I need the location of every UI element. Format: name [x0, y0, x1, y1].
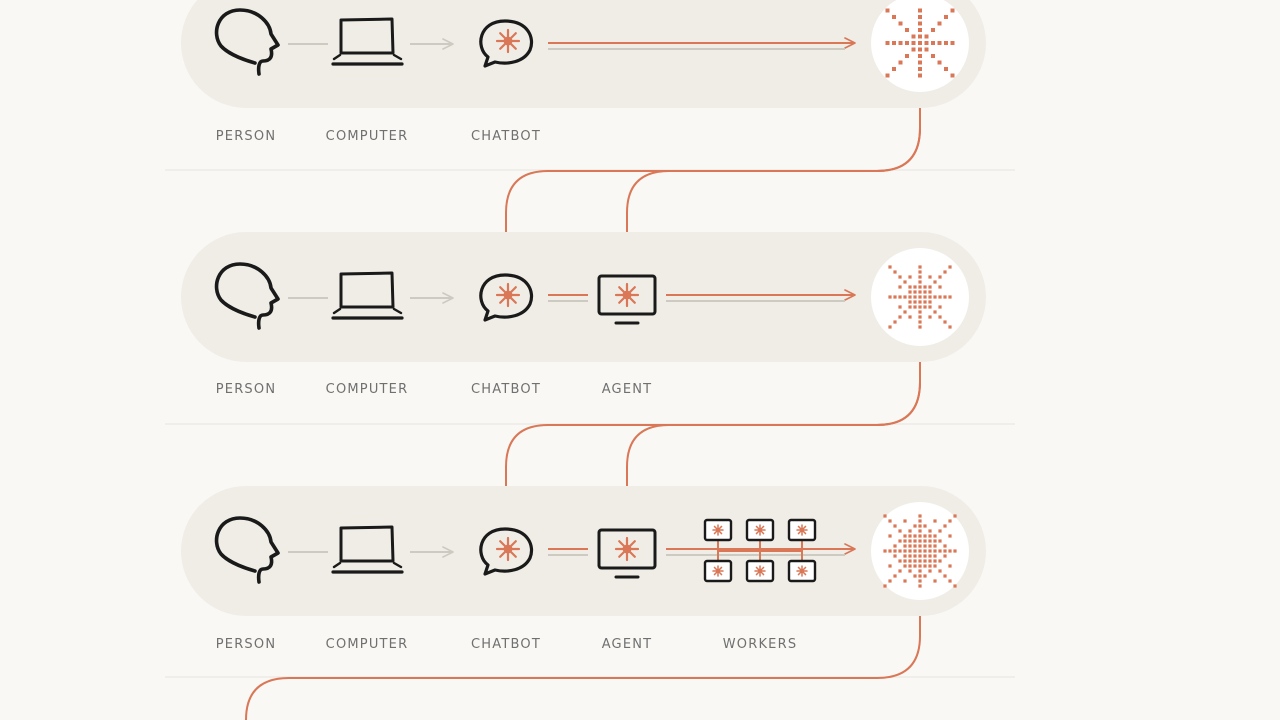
row-band — [181, 486, 986, 616]
feedback-to-agent-row-3 — [621, 381, 921, 517]
node-label-chatbot: CHATBOT — [471, 382, 541, 397]
node-label-computer: COMPUTER — [325, 637, 409, 652]
laptop-icon — [331, 17, 404, 66]
row-connectors — [288, 37, 856, 50]
row-3 — [181, 486, 986, 616]
monitor-icon — [597, 274, 657, 325]
node-label-computer: COMPUTER — [325, 129, 409, 144]
node-label-person: PERSON — [215, 637, 277, 652]
node-label-agent: AGENT — [601, 637, 653, 652]
row-band — [181, 0, 986, 108]
person-head-icon — [214, 516, 280, 584]
node-label-chatbot: CHATBOT — [471, 637, 541, 652]
node-label-agent: AGENT — [601, 382, 653, 397]
node-label-computer: COMPUTER — [325, 382, 409, 397]
node-label-person: PERSON — [215, 382, 277, 397]
row-2 — [181, 232, 986, 362]
routing-connectors — [245, 0, 921, 720]
feedback-to-next-row — [245, 606, 921, 720]
output-burst-large-icon — [871, 502, 969, 600]
chat-bubble-icon — [479, 273, 534, 322]
row-band — [181, 232, 986, 362]
person-head-icon — [214, 262, 280, 330]
node-label-chatbot: CHATBOT — [471, 129, 541, 144]
node-label-person: PERSON — [215, 129, 277, 144]
row-connectors — [288, 289, 856, 304]
laptop-icon — [331, 271, 404, 320]
chat-bubble-icon — [479, 19, 534, 68]
node-label-workers: WORKERS — [722, 637, 798, 652]
feedback-to-agent-row-2 — [621, 127, 921, 263]
worker-grid-icon — [703, 518, 817, 583]
chat-bubble-icon — [479, 527, 534, 576]
output-burst-small-icon — [871, 0, 969, 92]
row-1 — [181, 0, 986, 108]
output-burst-medium-icon — [871, 248, 969, 346]
laptop-icon — [331, 525, 404, 574]
person-head-icon — [214, 8, 280, 76]
monitor-icon — [597, 528, 657, 579]
